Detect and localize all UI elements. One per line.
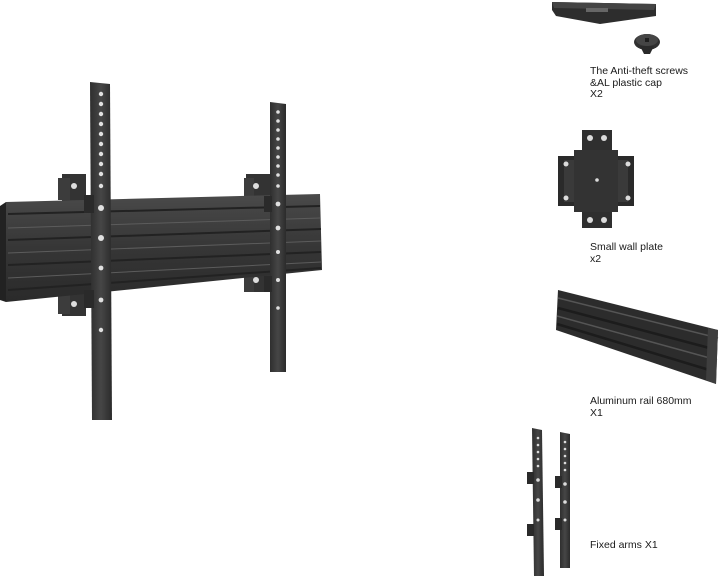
aluminum-rail-assembled <box>0 194 322 302</box>
caption-line: &AL plastic cap <box>590 76 662 89</box>
rail-caption: Aluminum rail 680mm X1 <box>590 395 692 419</box>
caption-line: x2 <box>590 252 602 265</box>
screw-and-cap-icon <box>552 2 660 54</box>
caption-line: X1 <box>590 406 603 419</box>
caption-line: Aluminum rail 680mm <box>590 395 692 407</box>
left-fixed-arm-assembled <box>84 82 112 420</box>
aluminum-rail-icon <box>556 290 719 384</box>
arms-caption: Fixed arms X1 <box>590 539 658 552</box>
right-fixed-arm-assembled <box>264 102 286 372</box>
caption-line: Small wall plate <box>590 241 663 253</box>
caption-line: X2 <box>590 88 603 100</box>
assembled-wall-mount <box>0 82 322 420</box>
caption-line: Fixed arms X1 <box>590 539 658 551</box>
wall-plate-icon <box>558 130 634 228</box>
wall-plate-caption: Small wall plate x2 <box>590 241 663 265</box>
fixed-arms-icon <box>527 428 570 576</box>
screws-cap-caption: The Anti-theft screws &AL plastic cap X2 <box>590 65 689 101</box>
caption-line: The Anti-theft screws <box>590 65 689 77</box>
